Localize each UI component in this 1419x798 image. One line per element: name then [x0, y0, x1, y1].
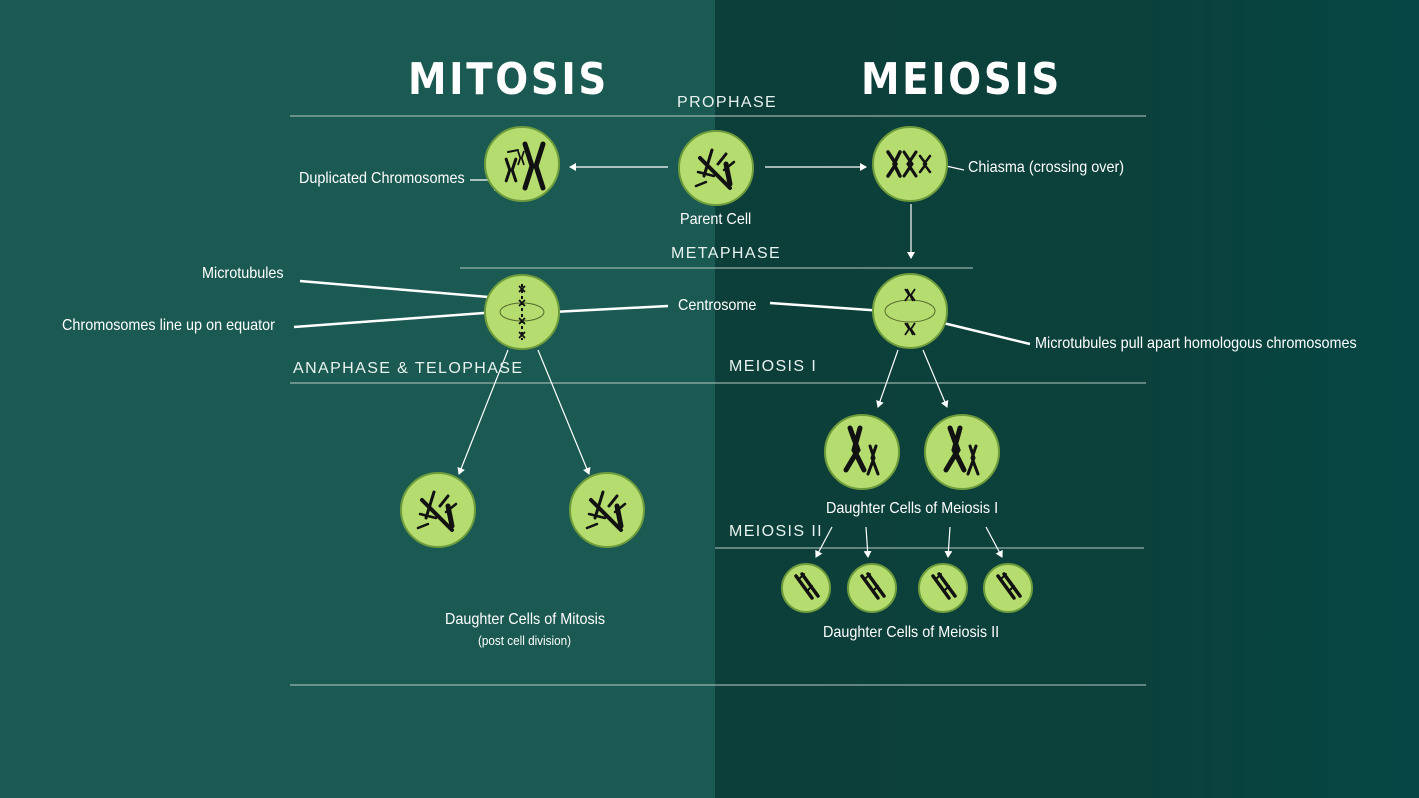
- arrow-meiosis2-1: [815, 526, 833, 558]
- arrow-meiosis1-left: [876, 349, 899, 408]
- arrow-mitosis-right: [537, 349, 591, 475]
- pointer-centrosome-left: [552, 304, 669, 314]
- meiosis1-daughter-cell-right: [924, 414, 1000, 490]
- mitosis-panel-background: [0, 0, 715, 798]
- mitosis-daughter-cell-left: [400, 472, 476, 548]
- pointer-centrosome-right: [769, 301, 885, 313]
- arrow-meiosis2-2: [863, 526, 872, 558]
- arrow-meiosis2-4: [985, 526, 1003, 558]
- microtubules-pull-label: Microtubules pull apart homologous chrom…: [1035, 335, 1357, 352]
- meiosis1-daughter-cell-left: [824, 414, 900, 490]
- meiosis2-daughter-cell-4: [983, 563, 1033, 613]
- metaphase-heading: METAPHASE: [671, 245, 782, 262]
- meiosis-title: MEIOSIS: [861, 54, 1062, 105]
- chromosomes-equator-label: Chromosomes line up on equator: [62, 317, 275, 334]
- microtubules-label: Microtubules: [202, 265, 284, 282]
- mitosis-daughter-cell-right: [569, 472, 645, 548]
- daughter-meiosis-2-label: Daughter Cells of Meiosis II: [823, 624, 1000, 641]
- meiosis-metaphase-cell: [872, 273, 948, 349]
- daughter-mitosis-label: Daughter Cells of Mitosis: [445, 611, 606, 628]
- prophase-heading: PROPHASE: [677, 94, 778, 111]
- duplicated-chromosomes-label: Duplicated Chromosomes: [299, 170, 465, 187]
- meiosis-2-heading: MEIOSIS II: [729, 523, 824, 540]
- post-division-label: (post cell division): [478, 633, 571, 648]
- daughter-meiosis-1-label: Daughter Cells of Meiosis I: [826, 500, 999, 517]
- mitosis-title: MITOSIS: [408, 54, 609, 105]
- mitosis-prophase-cell: [484, 126, 560, 202]
- mitosis-metaphase-cell: [484, 274, 560, 350]
- parent-cell-label: Parent Cell: [680, 211, 752, 228]
- arrow-mitosis-left: [457, 349, 509, 475]
- pointer-microtubules: [299, 279, 513, 301]
- meiosis2-daughter-cell-3: [918, 563, 968, 613]
- meiosis-1-heading: MEIOSIS I: [729, 358, 818, 375]
- meiosis-panel-background: [715, 0, 1419, 798]
- anaphase-telophase-heading: ANAPHASE & TELOPHASE: [293, 360, 524, 377]
- pointer-microtubules-pull: [934, 319, 1031, 346]
- meiosis2-daughter-cell-2: [847, 563, 897, 613]
- centrosome-label: Centrosome: [678, 297, 757, 314]
- meiosis-prophase-cell: [872, 126, 948, 202]
- arrow-meiosis1-right: [922, 349, 949, 408]
- parent-cell: [678, 130, 754, 206]
- meiosis2-daughter-cell-1: [781, 563, 831, 613]
- chiasma-label: Chiasma (crossing over): [968, 159, 1125, 176]
- arrow-meiosis2-3: [944, 526, 953, 558]
